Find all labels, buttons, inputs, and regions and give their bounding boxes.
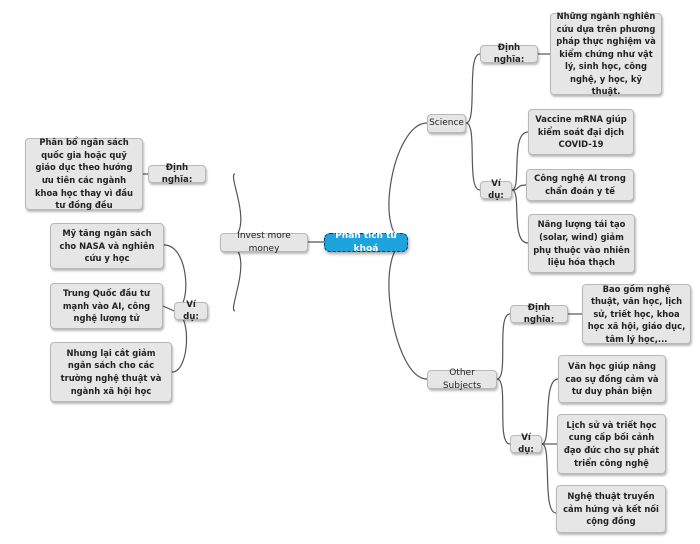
science-example-label[interactable]: Ví dụ: — [480, 179, 512, 201]
link-left-ex-2 — [162, 305, 175, 312]
left-definition-text[interactable]: Phân bổ ngân sách quốc gia hoặc quỹ giáo… — [25, 137, 143, 210]
topic-science[interactable]: Science — [427, 114, 466, 133]
topic-other-subjects[interactable]: Other Subjects — [427, 368, 497, 391]
left-example-1[interactable]: Mỹ tăng ngân sách cho NASA và nghiên cứu… — [50, 223, 164, 269]
link-science-definition — [465, 53, 481, 124]
other-example-2[interactable]: Lịch sử và triết học cung cấp bối cảnh đ… — [557, 414, 666, 474]
central-topic-label: Phân tích từ khoá — [335, 231, 397, 254]
science-definition-text[interactable]: Những ngành nghiên cứu dựa trên phương p… — [550, 11, 662, 96]
science-example-1[interactable]: Vaccine mRNA giúp kiểm soát đại dịch COV… — [528, 109, 634, 155]
link-science-ex-2 — [511, 184, 527, 191]
topic-invest-more-money[interactable]: Invest more money — [220, 231, 308, 254]
science-definition-label[interactable]: Định nghĩa: — [480, 43, 538, 65]
other-definition-label[interactable]: Định nghĩa: — [510, 303, 568, 325]
link-central-science — [388, 122, 428, 243]
left-example-label[interactable]: Ví dụ: — [174, 300, 208, 322]
other-example-label[interactable]: Ví dụ: — [510, 433, 542, 455]
science-example-2[interactable]: Công nghệ AI trong chẩn đoán y tế — [526, 169, 634, 201]
other-example-3[interactable]: Nghệ thuật truyền cảm hứng và kết nối cộ… — [556, 485, 666, 533]
other-example-1[interactable]: Văn học giúp nâng cao sự đồng cảm và tư … — [558, 355, 666, 403]
link-other-definition — [496, 313, 511, 380]
link-other-example — [496, 378, 511, 445]
left-definition-label[interactable]: Định nghĩa: — [148, 163, 206, 185]
link-other-ex-1 — [541, 378, 559, 445]
link-other-ex-3 — [541, 443, 557, 514]
left-example-3[interactable]: Nhưng lại cắt giảm ngân sách cho các trư… — [50, 342, 172, 402]
science-example-3[interactable]: Năng lượng tái tạo (solar, wind) giảm ph… — [528, 214, 635, 273]
other-definition-text[interactable]: Bao gồm nghệ thuật, văn học, lịch sử, tr… — [582, 284, 691, 344]
link-science-ex-1 — [511, 131, 529, 191]
left-example-2[interactable]: Trung Quốc đầu tư mạnh vào AI, công nghệ… — [50, 283, 163, 329]
link-central-other — [388, 241, 428, 380]
link-science-ex-3 — [511, 189, 529, 244]
central-topic[interactable]: Phân tích từ khoá — [324, 231, 408, 254]
link-science-example — [465, 122, 481, 191]
